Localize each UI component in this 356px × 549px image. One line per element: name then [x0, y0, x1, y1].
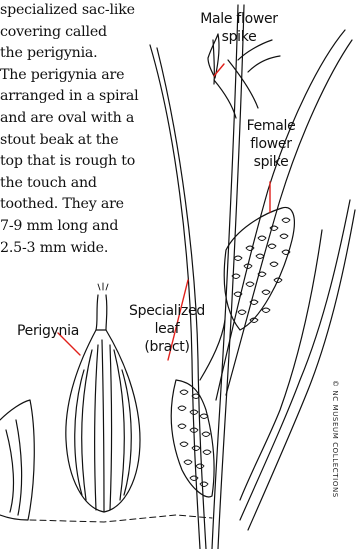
copyright-credit: © NC MUSEUM COLLECTIONS	[331, 380, 339, 498]
label-line: Perigynia	[12, 322, 84, 340]
male-spike-leader	[214, 64, 224, 76]
label-line: flower	[240, 135, 302, 153]
male-flower-spike-label: Male flower spike	[194, 10, 284, 46]
label-line: Male flower	[194, 10, 284, 28]
label-line: leaf	[122, 320, 212, 338]
specialized-leaf-label: Specialized leaf (bract)	[122, 302, 212, 356]
label-line: (bract)	[122, 338, 212, 356]
male-flower-spike-drawing	[208, 34, 280, 118]
female-flower-spike-label: Female flower spike	[240, 117, 302, 171]
measurement-guides	[30, 515, 212, 522]
label-line: Specialized	[122, 302, 212, 320]
label-line: spike	[194, 28, 284, 46]
perigynium-side-drawing	[0, 400, 34, 520]
label-line: Female	[240, 117, 302, 135]
label-line: spike	[240, 153, 302, 171]
perigynia-label: Perigynia	[12, 322, 84, 340]
female-flower-spike-drawing	[224, 207, 294, 330]
